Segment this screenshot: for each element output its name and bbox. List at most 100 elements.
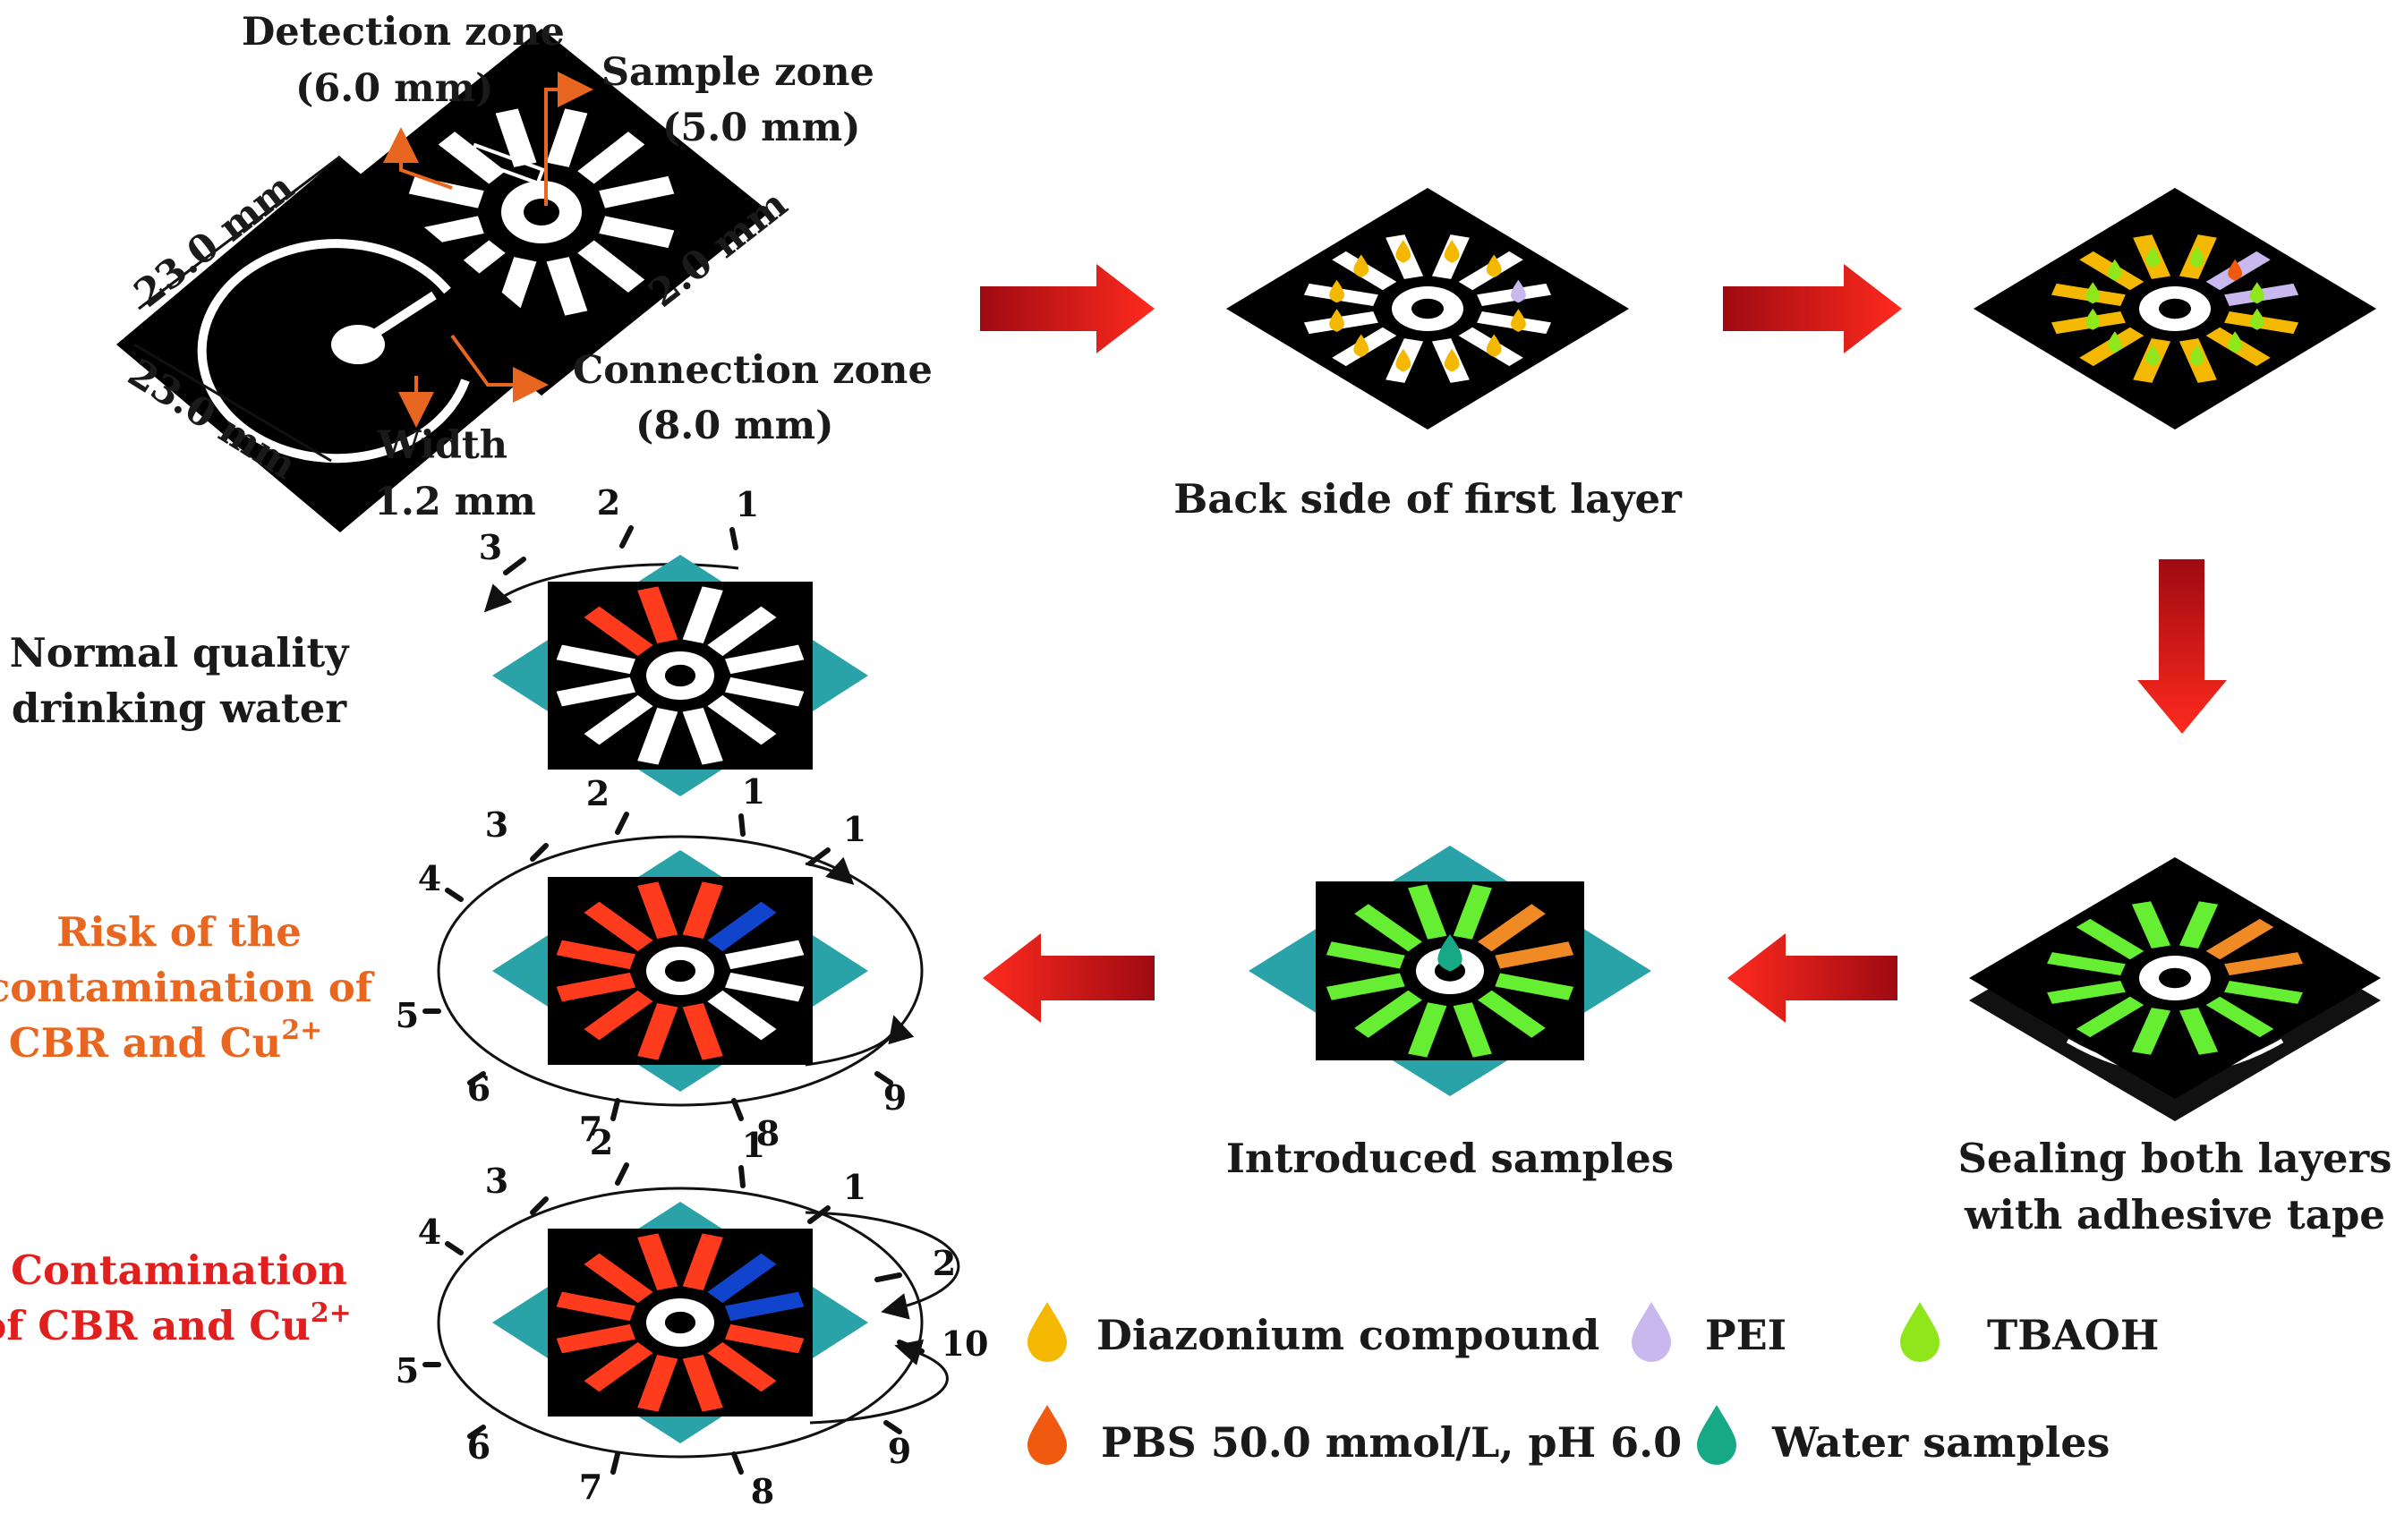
- dial-tick: [883, 1420, 902, 1434]
- result-strip: [682, 1003, 723, 1060]
- result-strip: [707, 1341, 777, 1392]
- result-strip: [556, 1323, 635, 1354]
- dial-number: 1: [742, 771, 765, 812]
- sealed-strip: [2224, 952, 2303, 976]
- result-strip: [584, 1253, 653, 1304]
- dial-number: 5: [396, 995, 419, 1035]
- dial-tick: [610, 1451, 620, 1475]
- result-strip: [707, 694, 777, 745]
- tbaoh-drop: [2189, 345, 2204, 367]
- dial-number: 1: [736, 484, 759, 524]
- tbaoh-drop: [2189, 245, 2204, 268]
- dial-tick: [503, 557, 526, 575]
- sealing-caption-line1: Sealing both layers: [1957, 1135, 2392, 1182]
- legend-pbs: PBS 50.0 mmol/L, pH 6.0: [1027, 1405, 1682, 1467]
- result-strip: [682, 586, 723, 643]
- reagent-drop: [1444, 240, 1460, 263]
- flow-arrow-right-2: [1723, 264, 1902, 353]
- dial-number: 1: [843, 809, 866, 849]
- sealed-strip: [2076, 918, 2144, 960]
- introduced-samples-device: [1249, 846, 1651, 1096]
- result-strip: [556, 972, 635, 1002]
- dial-tick: [729, 527, 738, 550]
- result-strip: [556, 644, 635, 675]
- risk-label-line2: contamination of: [0, 964, 375, 1011]
- reagent-drop: [1353, 254, 1369, 278]
- dial-tick: [530, 843, 549, 862]
- dial-tick: [610, 1098, 620, 1121]
- dial-number: 6: [467, 1068, 490, 1109]
- reagent-drop: [1353, 334, 1369, 358]
- legend-pei: PEI: [1632, 1302, 1786, 1362]
- intro-strip: [1326, 941, 1405, 969]
- reagent-drop: [1395, 348, 1411, 372]
- result-strip: [556, 676, 635, 707]
- detection-zone-label: Detection zone: [242, 10, 565, 55]
- legend-diazonium: Diazonium compound: [1027, 1302, 1599, 1362]
- sealed-strip: [2131, 1008, 2171, 1055]
- dimension-line-top: [138, 155, 341, 311]
- dial-tick: [445, 1241, 464, 1255]
- sealed-strip: [2224, 980, 2303, 1004]
- flow-arrow-left-2: [983, 933, 1155, 1023]
- reagent-drop: [1329, 309, 1344, 332]
- legend-tbaoh: TBAOH: [1900, 1302, 2159, 1362]
- result-strip: [584, 694, 653, 745]
- dial-number: 4: [418, 1212, 441, 1252]
- tbaoh-drop: [2085, 282, 2101, 304]
- dial-number: 1: [843, 1167, 866, 1207]
- sample-zone-label: Sample zone: [601, 50, 874, 95]
- reagent-drop: [1511, 309, 1526, 332]
- dial-tick: [530, 1196, 549, 1215]
- legend-water: Water samples: [1697, 1405, 2110, 1467]
- dial-number: 8: [751, 1471, 774, 1511]
- result-strip: [725, 972, 805, 1002]
- intro-strip: [1326, 973, 1405, 1000]
- result-strip: [725, 940, 805, 970]
- legend-label-tbaoh: TBAOH: [1987, 1311, 2159, 1359]
- sealed-strip: [2047, 952, 2126, 976]
- result-strip: [725, 676, 805, 707]
- dial-tick: [731, 1451, 744, 1475]
- tbaoh-drop: [2249, 308, 2264, 330]
- flow-arrow-right-1: [980, 264, 1155, 353]
- dial-tick: [807, 1205, 831, 1224]
- dial-tick: [731, 1098, 744, 1121]
- result-strip: [584, 1341, 653, 1392]
- legend-label-pei: PEI: [1705, 1311, 1786, 1359]
- sealed-strip: [2076, 996, 2144, 1038]
- design-strip: [599, 216, 675, 249]
- design-strip: [577, 240, 645, 293]
- diazonium-drop-icon: [1027, 1302, 1067, 1362]
- dial-tick: [615, 1162, 629, 1186]
- dial-number: 7: [579, 1467, 602, 1507]
- dial-tick: [619, 525, 634, 549]
- dial-number: 2: [597, 482, 620, 523]
- detection-zone-size: (6.0 mm): [295, 66, 493, 111]
- result-strip: [707, 1253, 777, 1304]
- intro-strip: [1495, 941, 1574, 969]
- contamination-label-line2: of CBR and Cu2+: [0, 1298, 352, 1349]
- dial-number: 8: [756, 1113, 780, 1153]
- flow-arrow-down: [2137, 559, 2227, 734]
- detection-zone-callout: [383, 127, 453, 190]
- design-strip: [495, 108, 537, 167]
- reagent-drop: [1511, 279, 1526, 303]
- width-value: 1.2 mm: [374, 480, 536, 524]
- connection-layer-design: [116, 157, 564, 532]
- reagent-drop: [1329, 279, 1344, 303]
- result-strip: [682, 708, 723, 765]
- tbaoh-drop: [2085, 308, 2101, 330]
- risk-label-line3: CBR and Cu2+: [9, 1015, 322, 1067]
- back-side-device: [1226, 188, 1629, 430]
- sealed-strip: [2131, 901, 2171, 949]
- contamination-label-line1: Contamination: [11, 1246, 347, 1294]
- intro-strip: [1478, 904, 1546, 952]
- hub-center: [664, 959, 696, 983]
- dial-tick: [615, 812, 629, 835]
- result-strip: [682, 881, 723, 939]
- dial-number: 3: [485, 804, 508, 845]
- reagent-drop: [1444, 348, 1460, 372]
